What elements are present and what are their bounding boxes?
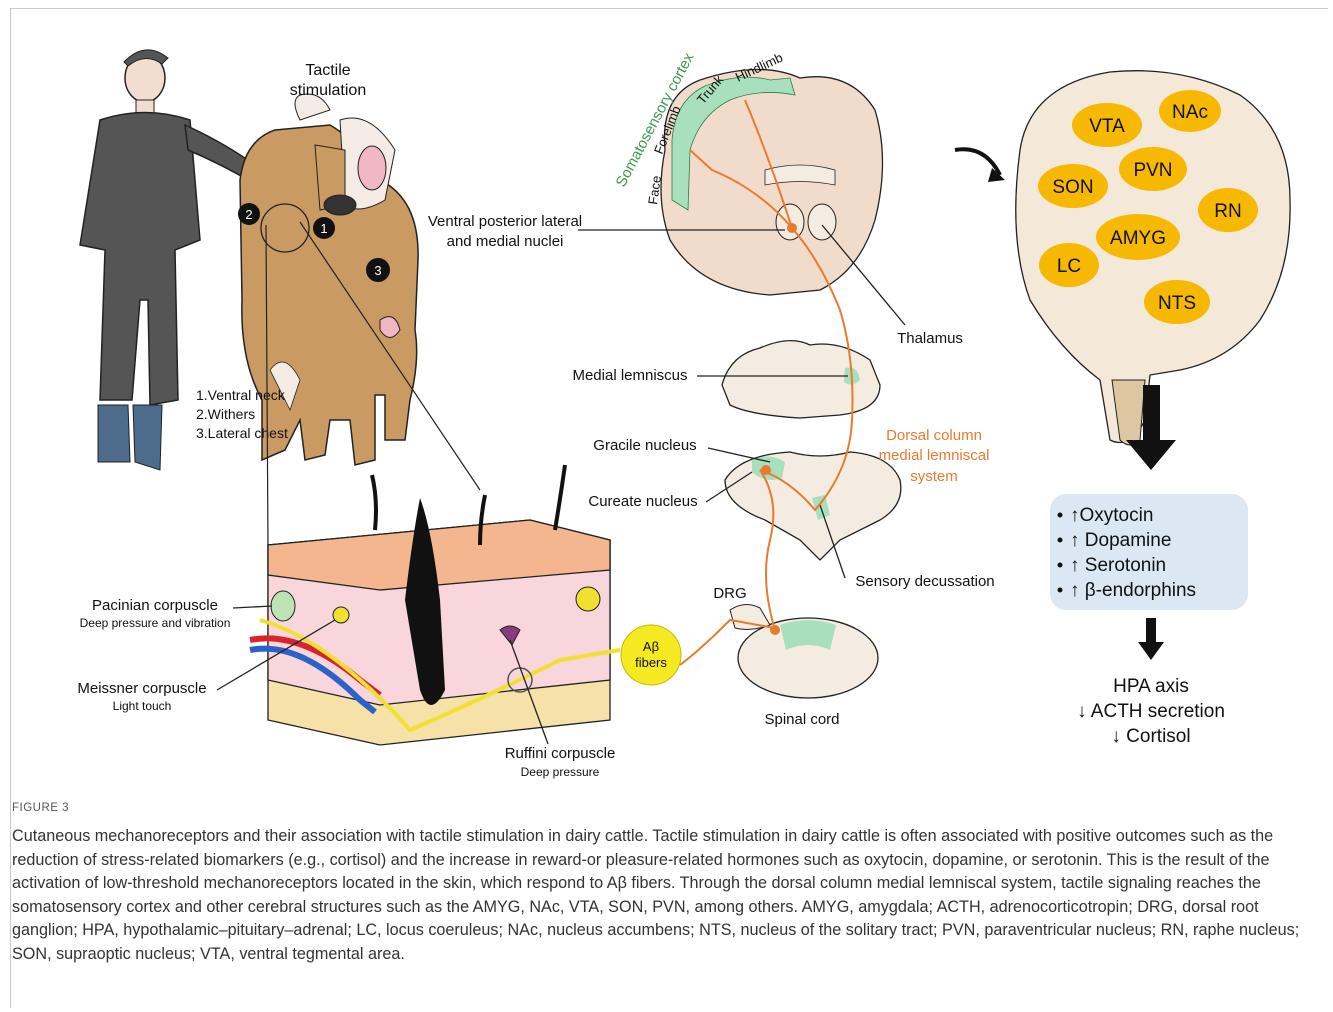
svg-text:Meissner corpuscle: Meissner corpuscle bbox=[77, 680, 206, 697]
abeta-line2: fibers bbox=[635, 655, 667, 670]
site-marker-1: 1 bbox=[320, 221, 327, 236]
hormone-2: ↑ Dopamine bbox=[1070, 530, 1171, 551]
body-site-1: 1.Ventral neck bbox=[196, 387, 286, 403]
svg-text:Light touch: Light touch bbox=[113, 699, 172, 713]
decussation-label: Sensory decussation bbox=[855, 573, 994, 590]
vpl-line1: Ventral posterior lateral bbox=[428, 213, 582, 230]
tactile-stimulation-line2: stimulation bbox=[290, 82, 366, 99]
abeta-line1: Aβ bbox=[643, 639, 659, 654]
thalamus-label: Thalamus bbox=[897, 330, 963, 347]
nucleus-vta-label: VTA bbox=[1089, 116, 1125, 137]
hormone-3: ↑ Serotonin bbox=[1070, 555, 1166, 576]
spinal-cord-section bbox=[730, 604, 878, 698]
figure-label: FIGURE 3 bbox=[12, 802, 69, 814]
skin-cross-section bbox=[250, 465, 620, 745]
spinal-cord-label: Spinal cord bbox=[764, 711, 839, 728]
svg-text:Deep pressure: Deep pressure bbox=[521, 765, 600, 779]
coronal-brain-section bbox=[661, 69, 883, 295]
svg-text:Pacinian corpuscle: Pacinian corpuscle bbox=[92, 597, 218, 614]
vpl-line2: and medial nuclei bbox=[447, 233, 564, 250]
dcml-line1: Dorsal column bbox=[886, 427, 982, 444]
figure-illustration: 2 1 3 Tactile stimulation 1.Ventral neck… bbox=[0, 0, 1333, 790]
hpa-line1: HPA axis bbox=[1113, 676, 1189, 697]
dcml-line2: medial lemniscal bbox=[879, 447, 990, 464]
drg-label: DRG bbox=[713, 585, 746, 602]
nucleus-amyg-label: AMYG bbox=[1110, 228, 1166, 249]
hpa-line2: ↓ ACTH secretion bbox=[1077, 701, 1225, 722]
nucleus-nac-label: NAc bbox=[1172, 102, 1208, 123]
site-marker-2: 2 bbox=[245, 207, 252, 222]
down-arrow-small-icon bbox=[1138, 618, 1164, 660]
body-site-3: 3.Lateral chest bbox=[196, 425, 288, 441]
cureate-label: Cureate nucleus bbox=[588, 493, 697, 510]
hormone-1: ↑Oxytocin bbox=[1070, 505, 1153, 526]
svg-text:Deep pressure and vibration: Deep pressure and vibration bbox=[80, 616, 231, 630]
nucleus-son-label: SON bbox=[1052, 177, 1093, 198]
nucleus-nts-label: NTS bbox=[1158, 293, 1196, 314]
hpa-line3: ↓ Cortisol bbox=[1111, 726, 1190, 747]
site-marker-3: 3 bbox=[374, 263, 381, 278]
nucleus-lc-label: LC bbox=[1057, 256, 1081, 277]
medial-lemniscus-label: Medial lemniscus bbox=[572, 367, 687, 384]
pacinian-callout: Pacinian corpuscle Deep pressure and vib… bbox=[80, 597, 272, 630]
dcml-line3: system bbox=[910, 468, 958, 485]
hormone-4: ↑ β-endorphins bbox=[1070, 580, 1196, 601]
gracile-label: Gracile nucleus bbox=[593, 437, 696, 454]
figure-caption: Cutaneous mechanoreceptors and their ass… bbox=[12, 825, 1312, 966]
nucleus-rn-label: RN bbox=[1214, 201, 1241, 222]
body-site-2: 2.Withers bbox=[196, 406, 255, 422]
nucleus-pvn-label: PVN bbox=[1133, 160, 1172, 181]
svg-text:Ruffini corpuscle: Ruffini corpuscle bbox=[505, 745, 616, 762]
tactile-stimulation-line1: Tactile bbox=[305, 62, 350, 79]
cow-illustration bbox=[238, 94, 418, 465]
pons-section bbox=[722, 341, 880, 418]
medulla-section bbox=[725, 452, 901, 560]
